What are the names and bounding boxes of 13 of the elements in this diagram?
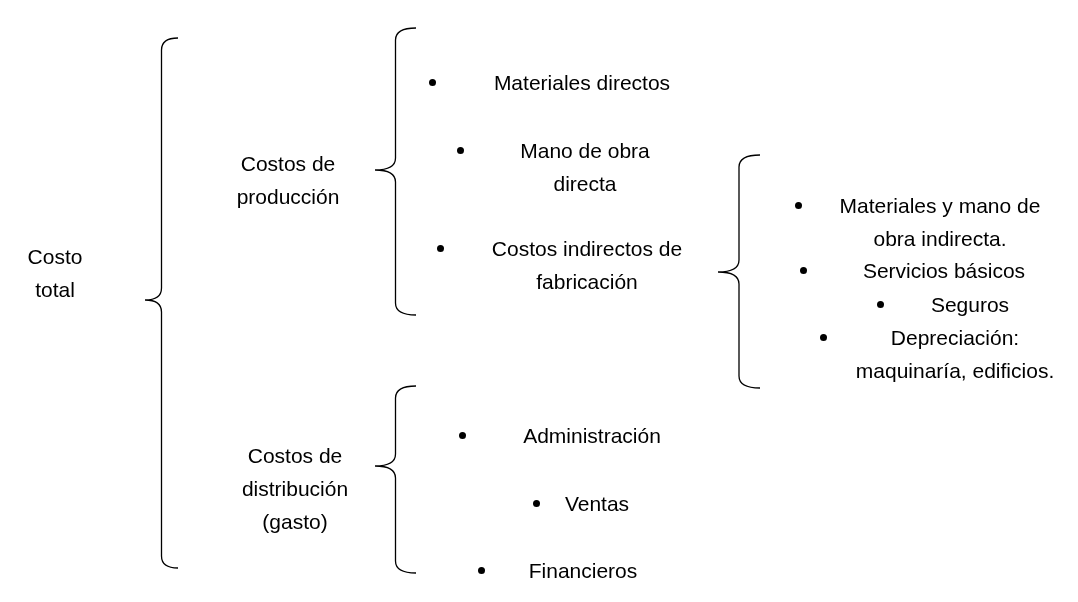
list-item-text: Materiales y mano de obra indirecta.: [838, 193, 1042, 252]
list-item-text: Financieros: [527, 558, 639, 584]
list-item-text: Seguros: [929, 292, 1011, 318]
list-item-text: Ventas: [563, 491, 631, 517]
list-item-text: Administración: [522, 423, 662, 449]
list-item-text: Depreciación: maquinaría, edificios.: [854, 325, 1056, 384]
list-item-text: Mano de obra directa: [519, 138, 651, 197]
category-label: Costos de distribución (gasto): [240, 443, 350, 535]
category-label: Costo total: [26, 244, 84, 303]
category-label: Costos de producción: [235, 151, 341, 210]
list-item-text: Materiales directos: [492, 70, 672, 96]
list-item-text: Costos indirectos de fabricación: [490, 236, 684, 295]
list-item-text: Servicios básicos: [861, 258, 1027, 284]
